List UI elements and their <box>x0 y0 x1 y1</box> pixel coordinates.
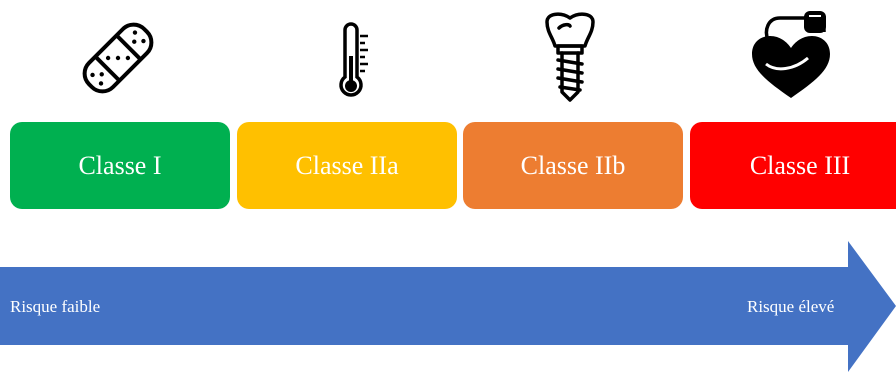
dental-implant-icon <box>525 8 615 104</box>
classe-i-label: Classe I <box>78 150 162 180</box>
classe-iii-label: Classe III <box>749 150 851 180</box>
low-risk-label: Risque faible <box>10 297 101 316</box>
bandage-icon <box>73 8 163 104</box>
high-risk-label: Risque élevé <box>747 297 835 316</box>
risk-arrow <box>0 241 896 372</box>
classe-iib-label: Classe IIb <box>520 150 626 180</box>
classe-iib-box: Classe IIb <box>463 122 683 209</box>
thermometer-icon <box>306 8 396 104</box>
classe-iii-box: Classe III <box>690 122 896 209</box>
pacemaker-heart-icon <box>746 8 836 104</box>
classe-i-box: Classe I <box>10 122 230 209</box>
classe-iia-box: Classe IIa <box>237 122 457 209</box>
classe-iia-label: Classe IIa <box>295 150 399 180</box>
